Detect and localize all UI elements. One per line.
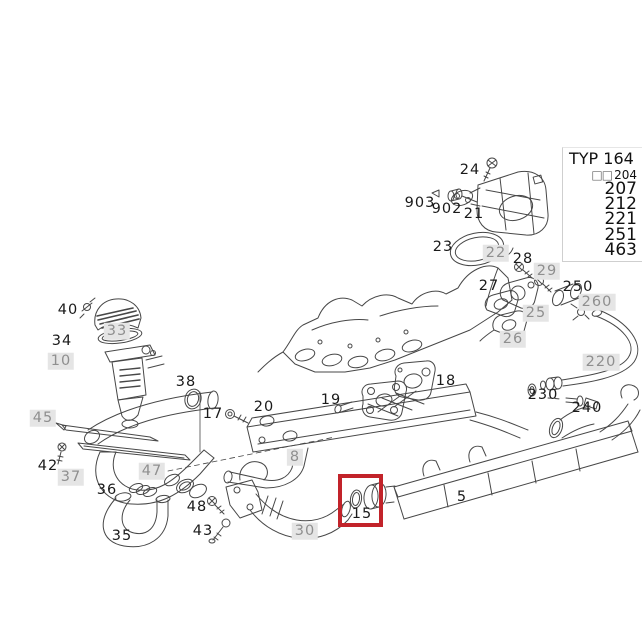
part-drawing-clamps-47 — [164, 473, 207, 499]
part-drawing-manifold — [257, 265, 513, 373]
part-label-47[interactable]: 47 — [138, 462, 166, 480]
part-drawing-ring-230 — [527, 383, 537, 397]
part-drawing-hose-220 — [540, 309, 639, 391]
part-drawing-unit-21 — [431, 157, 549, 236]
part-label-18[interactable]: 18 — [435, 372, 457, 389]
tofu-glyphs: □□ — [591, 168, 613, 182]
part-label-27[interactable]: 27 — [478, 277, 500, 294]
typ-row-463: 463 — [604, 239, 637, 260]
part-drawing-ring-38 — [184, 388, 202, 410]
part-label-48[interactable]: 48 — [186, 498, 208, 515]
part-drawing-cooler-8 — [167, 383, 529, 489]
part-label-25[interactable]: 25 — [522, 304, 550, 322]
part-label-33[interactable]: 33 — [103, 322, 131, 340]
part-label-45[interactable]: 45 — [29, 409, 57, 427]
typ-row-207: 207 — [604, 179, 637, 199]
part-label-22[interactable]: 22 — [482, 244, 510, 262]
typ-row-212: 212 — [604, 194, 637, 215]
part-label-24[interactable]: 24 — [459, 161, 481, 178]
part-drawing-bar-5 — [393, 384, 641, 520]
part-drawing-sleeve-250 — [551, 282, 583, 307]
part-drawing-bolts-28-29 — [514, 262, 553, 293]
typ-row-251: 251 — [604, 224, 637, 245]
part-label-260[interactable]: 260 — [578, 293, 616, 311]
part-drawing-left-pipe — [84, 390, 219, 453]
part-label-23[interactable]: 23 — [432, 238, 454, 255]
part-label-230[interactable]: 230 — [527, 386, 559, 403]
part-label-902[interactable]: 902 — [431, 200, 463, 217]
part-label-10[interactable]: 10 — [47, 352, 75, 370]
part-drawing-bracket-45 — [55, 422, 191, 461]
typ-title: TYP 164 — [569, 149, 634, 168]
part-label-21[interactable]: 21 — [463, 205, 485, 222]
part-label-28[interactable]: 28 — [512, 250, 534, 267]
part-label-17[interactable]: 17 — [202, 405, 224, 422]
typ-panel: TYP 164 □□204 207 212 221 251 463 — [562, 147, 642, 262]
part-label-37[interactable]: 37 — [57, 468, 85, 486]
part-label-15[interactable]: 15 — [351, 505, 373, 522]
part-label-38[interactable]: 38 — [175, 373, 197, 390]
part-label-8[interactable]: 8 — [286, 448, 304, 466]
highlight-box-part-15 — [338, 474, 383, 527]
part-label-40[interactable]: 40 — [57, 301, 79, 318]
part-label-250[interactable]: 250 — [562, 278, 594, 295]
part-label-903[interactable]: 903 — [404, 194, 436, 211]
part-label-43[interactable]: 43 — [192, 522, 214, 539]
part-drawing-gasket-18 — [393, 360, 436, 401]
part-label-30[interactable]: 30 — [291, 522, 319, 540]
part-drawing-pipe-37 — [95, 449, 215, 505]
part-label-26[interactable]: 26 — [499, 330, 527, 348]
part-label-20[interactable]: 20 — [253, 398, 275, 415]
part-label-240[interactable]: 240 — [571, 399, 603, 416]
part-label-34[interactable]: 34 — [51, 332, 73, 349]
part-label-42[interactable]: 42 — [37, 457, 59, 474]
part-label-36[interactable]: 36 — [96, 481, 118, 498]
part-drawing-ring-36 — [128, 482, 158, 498]
typ-row-204: □□204 — [569, 168, 637, 182]
part-drawing-flange-19 — [334, 380, 407, 421]
part-label-220[interactable]: 220 — [582, 353, 620, 371]
part-drawing-bolt-43 — [208, 518, 231, 544]
part-drawing-bolt-240 — [547, 395, 599, 410]
part-drawing-egr-valve-10 — [104, 344, 165, 429]
part-label-19[interactable]: 19 — [320, 391, 342, 408]
typ-row-221: 221 — [604, 209, 637, 230]
part-label-35[interactable]: 35 — [111, 527, 133, 544]
part-drawing-bolt-17 — [225, 409, 249, 424]
part-label-29[interactable]: 29 — [533, 262, 561, 280]
part-drawing-bolt-48 — [207, 496, 225, 515]
part-drawing-bolt-42 — [56, 442, 67, 465]
typ-row-204-value: 204 — [614, 168, 637, 182]
part-label-5[interactable]: 5 — [456, 488, 468, 505]
part-drawing-hose-35 — [102, 492, 171, 548]
